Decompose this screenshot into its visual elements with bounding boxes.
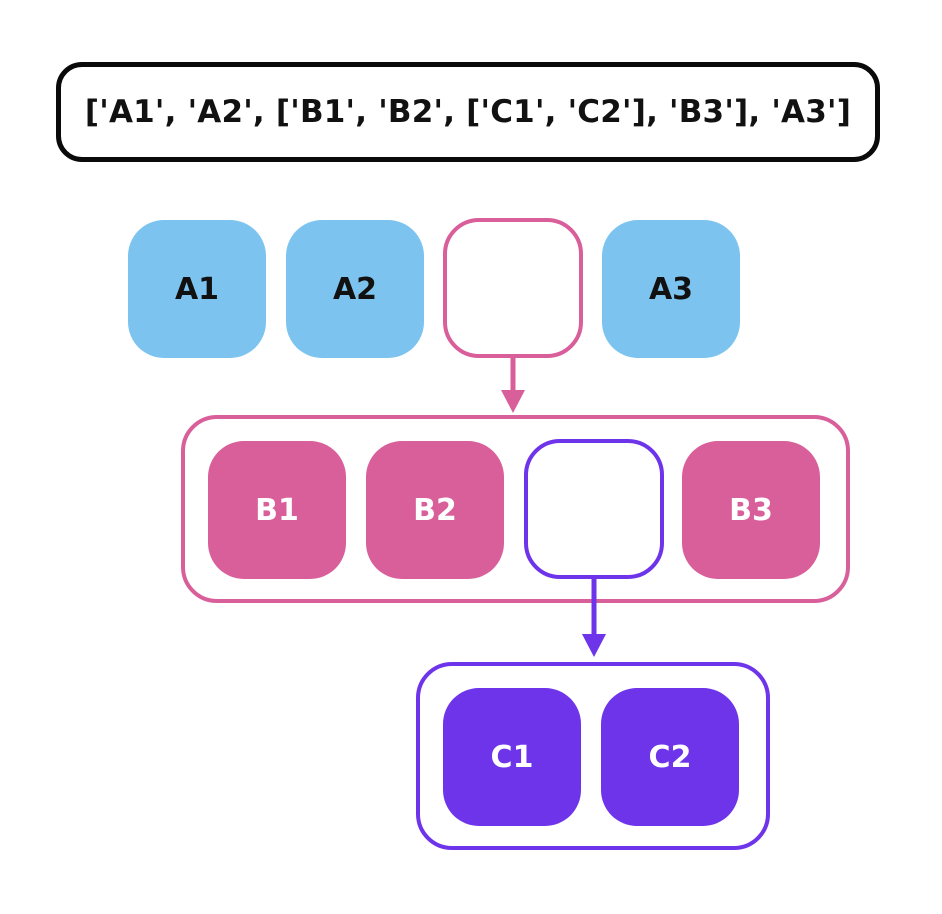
tile-b1: B1 [208,441,346,579]
tile-c2: C2 [601,688,739,826]
tile-c1: C1 [443,688,581,826]
tile-label: C2 [648,739,692,775]
tile-label: A1 [174,271,220,307]
tile-a1: A1 [128,220,266,358]
expression-text: ['A1', 'A2', ['B1', 'B2', ['C1', 'C2'], … [84,94,852,130]
tile-a2: A2 [286,220,424,358]
tile-label: A3 [648,271,694,307]
tile-label: B1 [255,492,299,528]
tile-b2: B2 [366,441,504,579]
nested-list-expression: ['A1', 'A2', ['B1', 'B2', ['C1', 'C2'], … [56,62,880,162]
tile-label: B3 [729,492,773,528]
tile-b3: B3 [682,441,820,579]
nested-group-b [181,415,850,603]
arrow-b-to-c-head [582,634,606,657]
nested-slot-b [524,439,664,579]
tile-label: C1 [490,739,534,775]
nested-slot-a [443,218,583,358]
arrow-a-to-b-head [501,390,525,413]
nested-group-c [416,662,770,850]
tile-label: A2 [332,271,378,307]
tile-label: B2 [413,492,457,528]
tile-a3: A3 [602,220,740,358]
